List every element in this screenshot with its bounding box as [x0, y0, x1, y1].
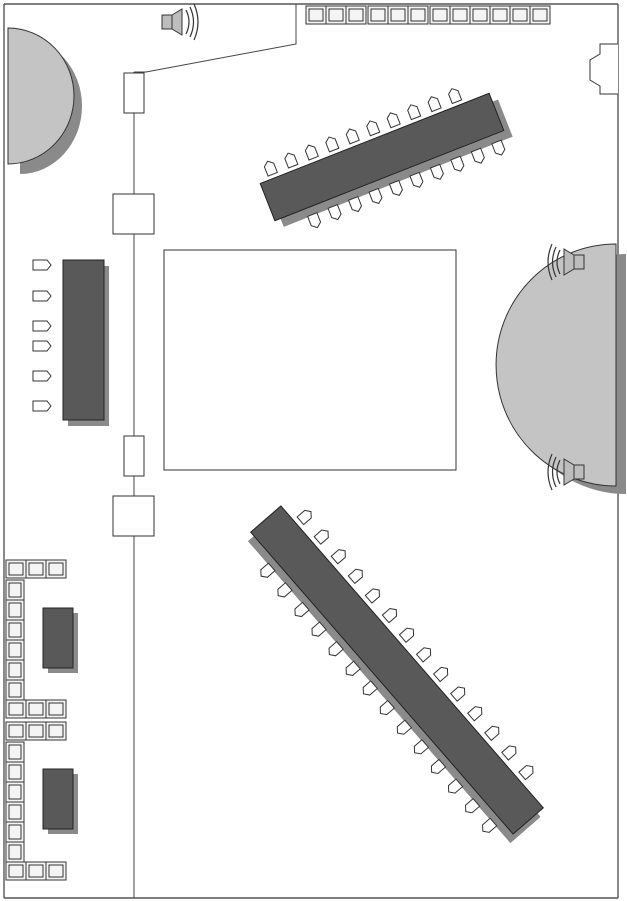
head-table-left — [33, 260, 109, 426]
sofa-top-row — [306, 6, 550, 24]
door — [590, 44, 618, 94]
speaker-top — [162, 4, 198, 40]
lounge-table-lower — [43, 769, 78, 834]
dance-floor — [164, 250, 456, 470]
stage-right — [496, 244, 626, 494]
banquet-table-lower — [235, 493, 561, 851]
lounge-table-upper — [43, 608, 78, 673]
stage-top-left — [8, 28, 82, 174]
banquet-table-upper — [254, 74, 518, 241]
